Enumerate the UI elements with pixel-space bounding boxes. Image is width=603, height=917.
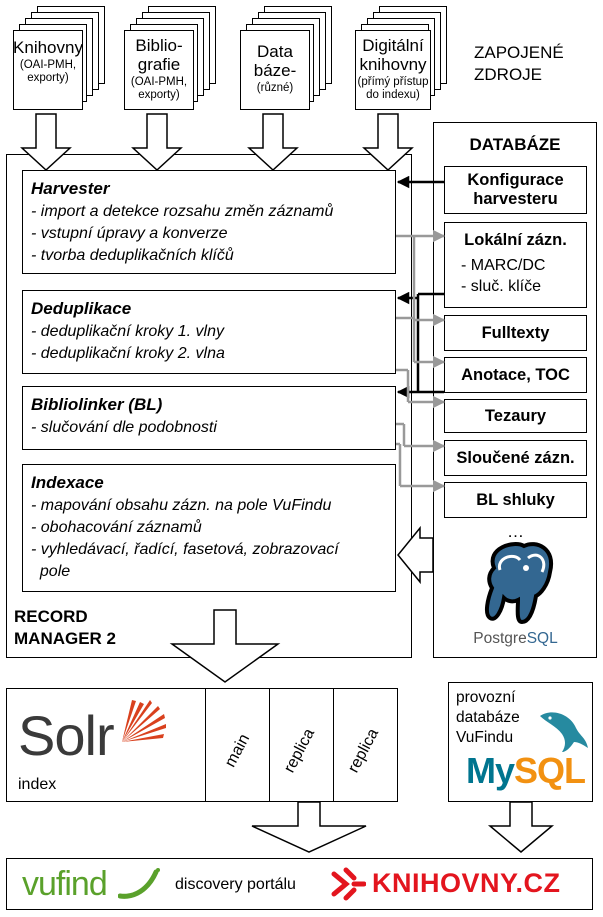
postgresql-logo-text: PostgreSQL: [444, 630, 587, 648]
solr-core-replica: [333, 688, 399, 802]
module-item: - mapování obsahu zázn. na pole VuFindu: [31, 497, 332, 514]
solr-index-label: index: [18, 776, 57, 793]
source-title: Biblio- grafie: [135, 36, 183, 75]
postgresql-elephant-icon: [484, 542, 554, 625]
module-title: Bibliolinker (BL): [31, 395, 163, 414]
solr-core-main: [205, 688, 270, 802]
source-subtitle: (různé): [256, 82, 294, 95]
mysql-to-portal-arrow: [487, 801, 555, 853]
module-harvester: Harvester - import a detekce rozsahu změ…: [22, 170, 396, 274]
source-to-manager-arrows: [20, 113, 414, 172]
solr-logo: Solr: [18, 704, 115, 767]
postgresql-logo-sql: SQL: [526, 630, 558, 647]
db-item-fulltexty: Fulltexty: [444, 315, 587, 351]
module-item: - obohacování záznamů: [31, 519, 202, 536]
module-item: - slučování dle podobnosti: [31, 419, 217, 436]
source-subtitle: (přímý přístup do indexu): [357, 76, 429, 101]
manager-to-solr-arrow: [169, 609, 281, 683]
portal-box: [6, 858, 593, 910]
solr-sun-icon: [122, 700, 166, 742]
module-deduplikace: Deduplikace - deduplikační kroky 1. vlny…: [22, 290, 396, 374]
db-item-subitem: - MARC/DC: [461, 257, 546, 274]
source-title: Digitální knihovny: [359, 36, 427, 75]
module-item: - deduplikační kroky 1. vlny: [31, 323, 224, 340]
vufind-logo: vufind: [22, 865, 108, 903]
modules-to-db-connectors: [396, 229, 446, 493]
mysql-dolphin-icon: [540, 712, 588, 752]
db-item-local-records: Lokální zázn. - MARC/DC - sluč. klíče: [444, 222, 587, 308]
source-subtitle: (OAI-PMH, exporty): [130, 76, 188, 101]
module-item: - tvorba deduplikačních klíčů: [31, 247, 234, 264]
db-item-anotace: Anotace, TOC: [444, 357, 587, 393]
knihovny-logo-icon: [331, 867, 366, 901]
module-item: - vstupní úpravy a konverze: [31, 225, 228, 242]
portal-text: discovery portálu: [175, 876, 296, 893]
db-item-config: Konfigurace harvesteru: [444, 166, 587, 214]
module-item: - import a detekce rozsahu změn záznamů: [31, 203, 334, 220]
module-item: pole: [31, 563, 71, 580]
knihovny-logo: KNIHOVNY.CZ: [372, 868, 561, 898]
mysql-logo-my: My: [466, 750, 515, 791]
db-more: …: [507, 522, 524, 541]
mysql-logo: MySQL: [466, 750, 586, 792]
module-title: Indexace: [31, 473, 104, 492]
module-title: Deduplikace: [31, 299, 132, 318]
source-title: Data báze-: [253, 42, 297, 81]
db-item-subitem: - sluč. klíče: [461, 278, 542, 295]
db-item-bl-shluky: BL shluky: [444, 482, 587, 518]
module-item: - deduplikační kroky 2. vlna: [31, 345, 225, 362]
source-title: Knihovny: [13, 38, 83, 57]
module-indexace: Indexace - mapování obsahu zázn. na pole…: [22, 464, 396, 592]
module-title: Harvester: [31, 179, 110, 198]
solr-to-portal-arrow: [251, 801, 367, 853]
db-item-tezaury: Tezaury: [444, 399, 587, 433]
record-manager-label: RECORD MANAGER 2: [14, 607, 117, 648]
vufind-swoosh-icon: [118, 868, 160, 899]
db-item-title: Lokální zázn.: [464, 231, 567, 249]
db-to-indexace-arrow: [397, 525, 434, 585]
module-bibliolinker: Bibliolinker (BL) - slučování dle podobn…: [22, 386, 396, 450]
module-item: - vyhledávací, řadící, fasetová, zobrazo…: [31, 541, 339, 558]
mysql-logo-sql: SQL: [514, 750, 586, 791]
sources-label: ZAPOJENÉ ZDROJE: [474, 43, 564, 84]
source-subtitle: (OAI-PMH, exporty): [19, 59, 77, 84]
vufind-db-label: provozní databáze VuFindu: [456, 689, 520, 746]
database-title: DATABÁZE: [469, 135, 561, 154]
postgresql-logo-postgre: Postgre: [473, 630, 527, 647]
solr-box: [6, 688, 398, 802]
solr-core-replica: [269, 688, 334, 802]
db-item-sloucene: Sloučené zázn.: [444, 440, 587, 476]
db-to-dedup-connectors: [396, 291, 444, 399]
